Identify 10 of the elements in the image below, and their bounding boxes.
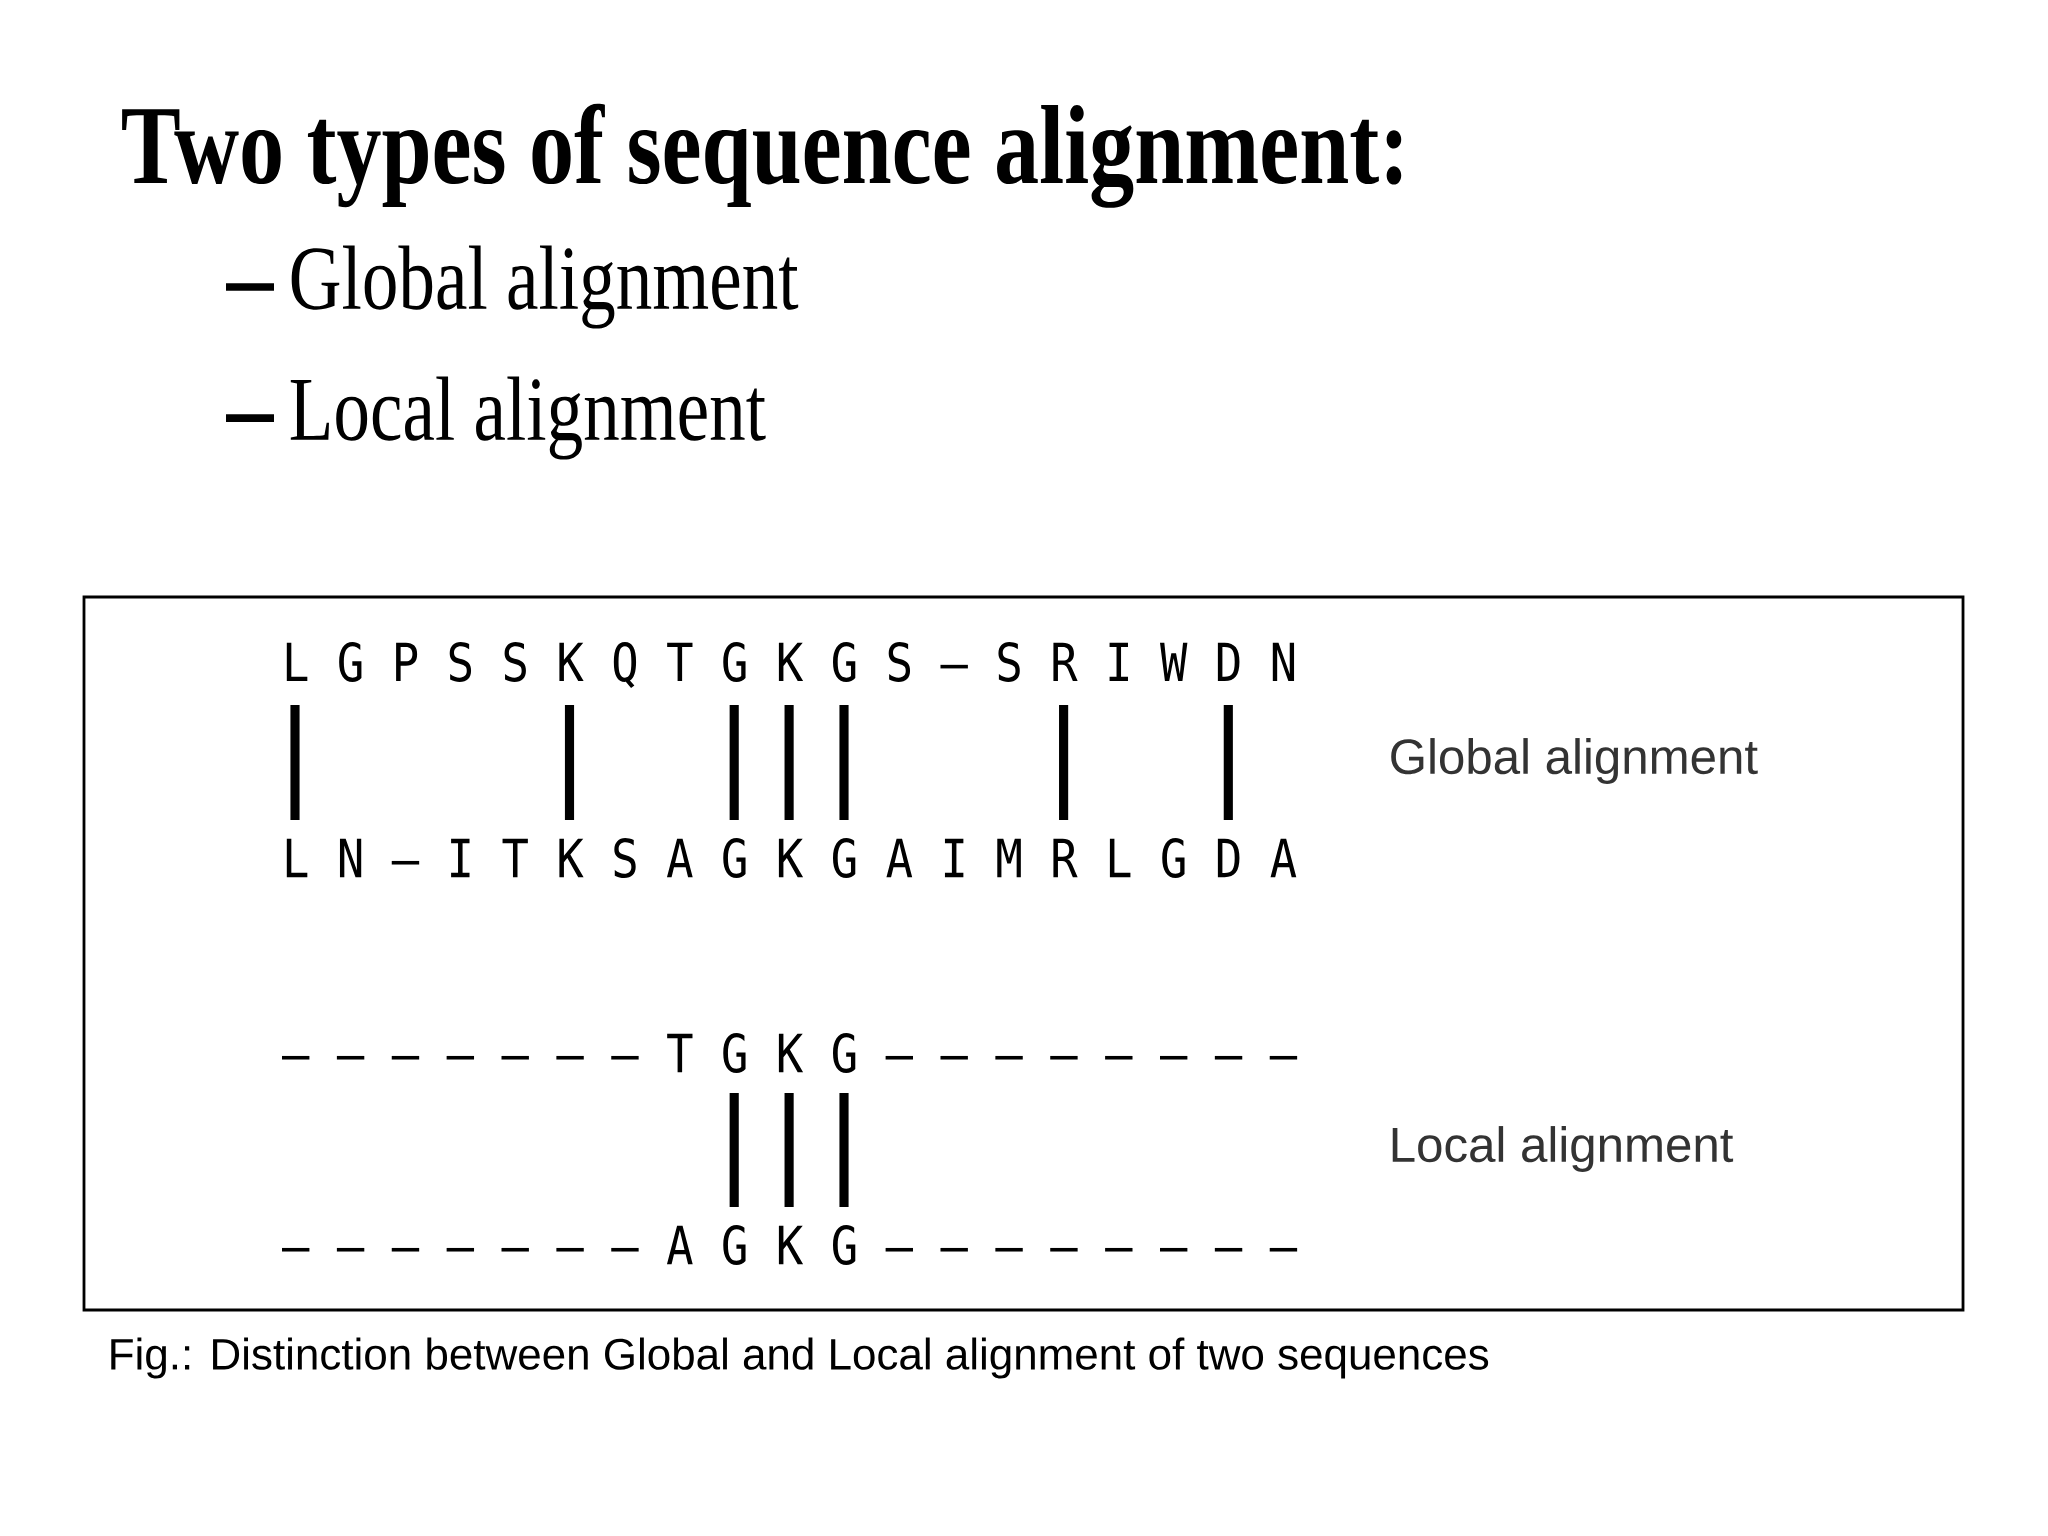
alignment-label: Global alignment — [1391, 738, 1758, 784]
sequence-row: L N – I T K S A G K G A I M R L G D A — [286, 838, 1297, 878]
sequence-row: L G P S S K Q T G K G S – S R I W D N — [286, 641, 1295, 689]
sequence-row: – – – – – – – T G K G – – – – – – – – — [282, 1033, 1298, 1073]
slide-title: Two types of sequence alignment: — [122, 103, 1402, 208]
sequence-row: – – – – – – – A G K G – – – – – – – – — [282, 1225, 1298, 1265]
bullet-text: Local alignment — [290, 376, 766, 460]
alignment-label: Local alignment — [1392, 1126, 1734, 1172]
bullet-text: Global alignment — [291, 245, 799, 329]
figure-caption: Fig.: Distinction between Global and Local alignment of two sequences — [111, 1337, 1489, 1379]
